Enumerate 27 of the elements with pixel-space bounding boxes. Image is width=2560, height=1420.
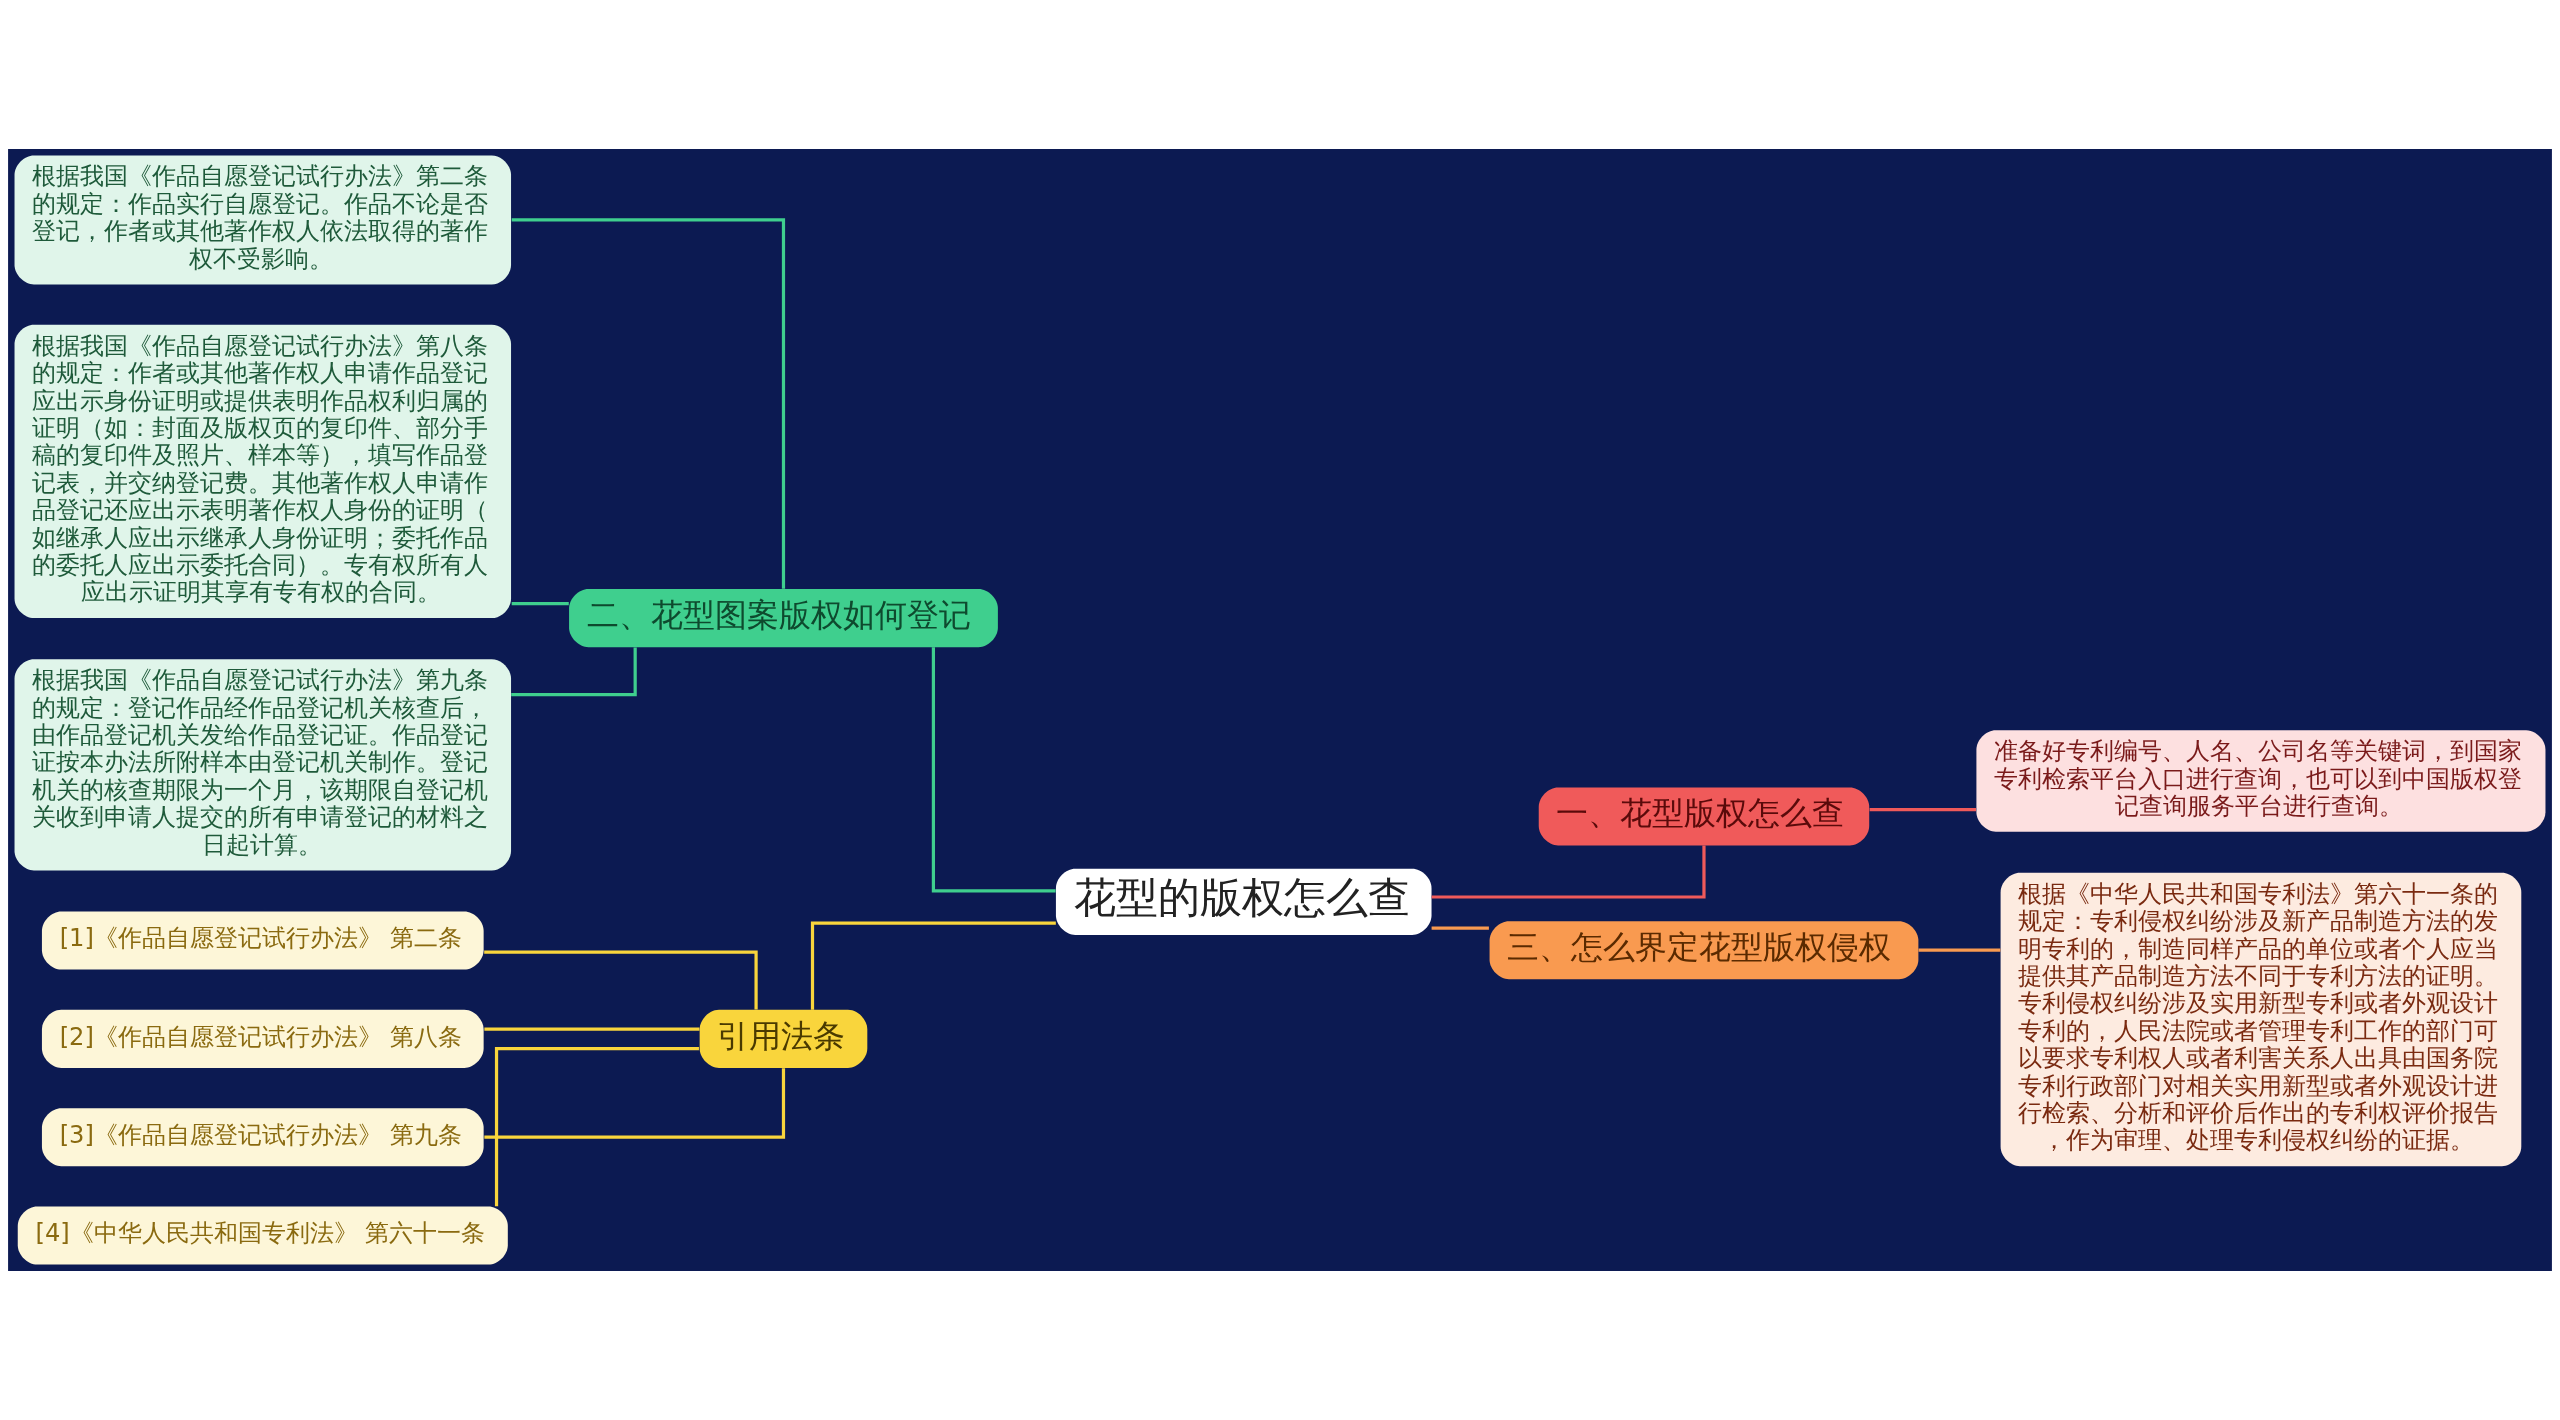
node-box: 三、怎么界定花型版权侵权 — [1489, 921, 1919, 980]
connector — [484, 1068, 786, 1139]
node-box: [3]《作品自愿登记试行办法》 第九条 — [41, 1108, 484, 1167]
node-box: [2]《作品自愿登记试行办法》 第八条 — [41, 1009, 484, 1068]
node-box: [4]《中华人民共和国专利法》 第六十一条 — [17, 1206, 508, 1265]
node-box: 一、花型版权怎么查 — [1538, 787, 1870, 846]
connector — [931, 647, 1056, 893]
connector — [511, 602, 569, 606]
connector — [511, 218, 786, 589]
connector — [1918, 948, 2001, 952]
node-box: 根据我国《作品自愿登记试行办法》第九条的规定：登记作品经作品登记机关核查后，由作品登记机关发给作品登记证。作品登记证按本办法所附样本由登记机关制作。登记机关的核查期限为一个月，该期限自登记机关收到申请人提交的所有申请登记的材料之日起计算。 — [14, 659, 512, 871]
node-box: 根据我国《作品自愿登记试行办法》第八条的规定：作者或其他著作权人申请作品登记应出示身份证明或提供表明作品权利归属的证明（如：封面及版权页的复印件、部分手稿的复印件及照片、样本等），填写作品登记表，并交纳登记费。其他著作权人申请作品登记还应出示表明著作权人身份的证明（如继承人应出示继承人身份证明；委托作品的委托人应出示委托合同）。专有权所有人应出示证明其享有专有权的合同。 — [14, 324, 512, 619]
connector — [1431, 926, 1489, 930]
connector — [494, 1046, 699, 1207]
connector — [484, 950, 758, 1010]
connector — [511, 647, 637, 697]
connector — [484, 1027, 700, 1031]
connector — [1869, 807, 1977, 812]
connector — [1431, 845, 1706, 899]
node-box: [1]《作品自愿登记试行办法》 第二条 — [41, 911, 484, 970]
node-box: 二、花型图案版权如何登记 — [569, 589, 998, 648]
node-box: 引用法条 — [699, 1009, 868, 1068]
node-box: 根据《中华人民共和国专利法》第六十一条的规定：专利侵权纠纷涉及新产品制造方法的发明专利的，制造同样产品的单位或者个人应当提供其产品制造方法不同于专利方法的证明。专利侵权纠纷涉及实用新型专利或者外观设计专利的，人民法院或者管理专利工作的部门可以要求专利权人或者利害关系人出具由国务院专利行政部门对相关实用新型或者外观设计进行检索、分析和评价后作出的专利权评价报告，作为审理、处理专利侵权纠纷的证据。 — [2000, 872, 2522, 1167]
node-box: 根据我国《作品自愿登记试行办法》第二条的规定：作品实行自愿登记。作品不论是否登记，作者或其他著作权人依法取得的著作权不受影响。 — [14, 155, 512, 285]
node-box: 花型的版权怎么查 — [1055, 868, 1432, 935]
connector — [810, 921, 1056, 1010]
node-box: 准备好专利编号、人名、公司名等关键词，到国家专利检索平台入口进行查询，也可以到中国版权登记查询服务平台进行查询。 — [1976, 730, 2546, 832]
